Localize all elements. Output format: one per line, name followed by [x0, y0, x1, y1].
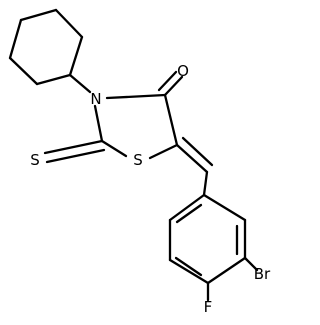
carbonyl-double-bond	[157, 70, 184, 97]
oxygen-label: O	[177, 62, 189, 80]
fluorine-label: F	[204, 298, 213, 316]
bond	[168, 258, 210, 285]
bond	[8, 18, 23, 60]
bond	[206, 256, 247, 285]
bond	[105, 93, 167, 100]
n-cyclohexyl-bond	[68, 73, 92, 94]
bond	[43, 139, 104, 155]
bond	[35, 73, 72, 86]
bond	[148, 143, 179, 160]
bond	[181, 136, 214, 167]
bond	[163, 75, 184, 97]
bond	[54, 8, 84, 39]
bond	[168, 193, 206, 222]
bond	[68, 35, 84, 77]
bond	[45, 148, 106, 164]
bond	[93, 104, 104, 143]
ring-sulfur-label: S	[133, 151, 143, 169]
exocyclic-double-bond	[175, 136, 214, 174]
bond	[174, 256, 203, 277]
bond	[163, 93, 179, 147]
bond	[202, 193, 247, 222]
vinyl-aryl-bond	[202, 170, 209, 197]
bond	[100, 139, 128, 158]
bond	[157, 70, 178, 92]
bond	[8, 56, 39, 86]
molecule-structure: N O S S Br F	[8, 8, 271, 316]
thione-sulfur-label: S	[30, 151, 40, 169]
benzene-ring	[168, 193, 247, 285]
bond	[175, 203, 203, 224]
bond	[19, 8, 58, 22]
bromine-label: Br	[254, 265, 271, 283]
cyclohexyl-ring	[8, 8, 84, 86]
thiazolidinone-ring	[93, 93, 179, 160]
nitrogen-label: N	[90, 90, 101, 108]
bond	[175, 143, 209, 174]
thione-double-bond	[43, 139, 106, 164]
c-br-bond	[243, 256, 259, 272]
